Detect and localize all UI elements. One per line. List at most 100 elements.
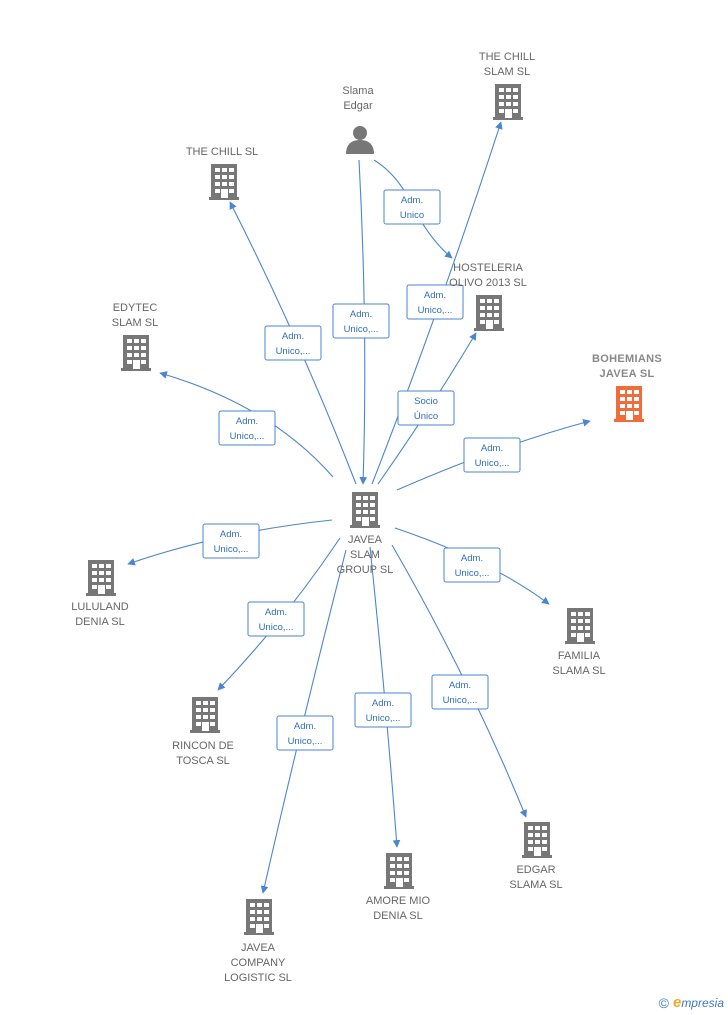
edge-label-line: Unico,... — [418, 305, 453, 316]
node-label-line: DENIA SL — [373, 910, 423, 922]
edge-label-e-person-center[interactable]: Adm.Unico,... — [332, 303, 390, 339]
node-the-chill-slam[interactable]: THE CHILL SLAM SL — [479, 51, 535, 120]
edge-label-line: Adm. — [461, 553, 483, 564]
building-icon — [121, 335, 151, 371]
edge-label-box — [264, 325, 322, 361]
building-icon — [244, 899, 274, 935]
edge-label-line: Adm. — [236, 416, 258, 427]
node-label-line: DENIA SL — [75, 616, 125, 628]
edge-label-e-center-edgar[interactable]: Adm. Unico,... — [431, 674, 489, 710]
node-label-line: SLAMA SL — [509, 879, 562, 891]
edge-label-box — [443, 547, 501, 583]
node-label-line: OLIVO 2013 SL — [449, 277, 527, 289]
node-label-line: SLAM — [350, 549, 380, 561]
node-label-line: LOGISTIC SL — [224, 972, 292, 984]
edge-label-line: Unico,... — [455, 568, 490, 579]
node-label-line: SLAM SL — [112, 317, 158, 329]
node-bohemians[interactable]: BOHEMIANS JAVEA SL — [592, 353, 662, 422]
node-label-line: RINCON DE — [172, 740, 234, 752]
building-icon — [350, 492, 380, 528]
edge-label-line: Adm. — [265, 607, 287, 618]
edge-label-box — [463, 437, 521, 473]
edge-label-e-center-rincon[interactable]: Adm. Unico,... — [247, 601, 305, 637]
edge-label-line: Adm. — [372, 698, 394, 709]
node-center[interactable]: JAVEA SLAM GROUP SL — [337, 492, 394, 576]
brand-footer: © empresia — [659, 994, 724, 1011]
node-label-line: FAMILIA — [558, 650, 601, 662]
node-hosteleria[interactable]: HOSTELERIA OLIVO 2013 SL — [449, 262, 527, 331]
building-icon — [190, 697, 220, 733]
edge-label-box — [354, 692, 412, 728]
edge-label-box — [218, 410, 276, 446]
building-icon — [614, 386, 644, 422]
edge-label-line: Adm. — [424, 290, 446, 301]
edge-label-line: Unico,... — [366, 713, 401, 724]
node-amore[interactable]: AMORE MIO DENIA SL — [366, 853, 431, 922]
edge-label-line: Adm. — [449, 680, 471, 691]
building-icon — [493, 84, 523, 120]
edge-label-e-person-hosteleria[interactable]: Adm.Unico — [383, 189, 441, 225]
edge-label-e-center-javeacompany[interactable]: Adm.Unico,... — [276, 715, 334, 751]
edge-label-box — [383, 189, 441, 225]
edge-label-line: Unico,... — [230, 431, 265, 442]
building-icon — [565, 608, 595, 644]
edge-label-line: Unico,... — [288, 736, 323, 747]
building-icon — [209, 164, 239, 200]
edge-label-line: Unico — [400, 210, 424, 221]
node-label-line: Slama — [342, 85, 374, 97]
node-rincon[interactable]: RINCON DE TOSCA SL — [172, 697, 234, 767]
edge-label-box — [202, 523, 260, 559]
node-label-line: BOHEMIANS — [592, 353, 662, 365]
edge-label-line: Unico,... — [276, 346, 311, 357]
node-label-line: COMPANY — [231, 957, 286, 969]
edge-label-line: Socio — [414, 396, 438, 407]
edge-label-e-center-bohemians[interactable]: Adm. Unico,... — [463, 437, 521, 473]
edge-label-e-center-amore[interactable]: Adm. Unico,... — [354, 692, 412, 728]
edge-label-e-center-chillsl[interactable]: Adm.Unico,... — [264, 325, 322, 361]
edge-label-box — [247, 601, 305, 637]
edge-label-e-center-edytec[interactable]: Adm. Unico,... — [218, 410, 276, 446]
node-label-line: SLAM SL — [484, 66, 530, 78]
edge-label-box — [276, 715, 334, 751]
node-javea-company[interactable]: JAVEA COMPANY LOGISTIC SL — [224, 899, 292, 984]
empresia-logo[interactable]: empresia — [672, 994, 724, 1011]
edge-label-line: Adm. — [220, 529, 242, 540]
edge-labels-layer: Adm.Unico,...Adm.UnicoAdm.Unico,...Adm.U… — [202, 189, 521, 751]
node-label-line: HOSTELERIA — [453, 262, 523, 274]
node-label-line: THE CHILL — [479, 51, 535, 63]
edge-label-line: Unico,... — [214, 544, 249, 555]
building-icon — [522, 822, 552, 858]
node-edytec[interactable]: EDYTEC SLAM SL — [112, 302, 158, 371]
edge-label-e-center-chillslam[interactable]: Adm. Unico,... — [406, 284, 464, 320]
building-icon — [474, 295, 504, 331]
node-label-line: THE CHILL SL — [186, 146, 258, 158]
edge-label-line: Unico,... — [259, 622, 294, 633]
node-label-line: JAVEA — [241, 942, 276, 954]
edge-label-box — [406, 284, 464, 320]
edge-label-line: Unico,... — [344, 324, 379, 335]
node-label-line: GROUP SL — [337, 564, 394, 576]
edge-label-e-center-familia[interactable]: Adm. Unico,... — [443, 547, 501, 583]
node-label-line: JAVEA SL — [600, 368, 655, 380]
edge-label-box — [332, 303, 390, 339]
node-the-chill-sl[interactable]: THE CHILL SL — [186, 146, 258, 200]
node-label-line: JAVEA — [348, 534, 383, 546]
building-icon — [86, 560, 116, 596]
node-label-line: TOSCA SL — [176, 755, 230, 767]
node-label-line: Edgar — [343, 100, 373, 112]
edge-label-line: Unico,... — [475, 458, 510, 469]
building-icon — [384, 853, 414, 889]
edge-label-line: Unico,... — [443, 695, 478, 706]
node-label-line: EDYTEC — [113, 302, 158, 314]
node-label-line: AMORE MIO — [366, 895, 431, 907]
edge-label-line: Adm. — [481, 443, 503, 454]
edge-label-e-center-lululand[interactable]: Adm. Unico,... — [202, 523, 260, 559]
